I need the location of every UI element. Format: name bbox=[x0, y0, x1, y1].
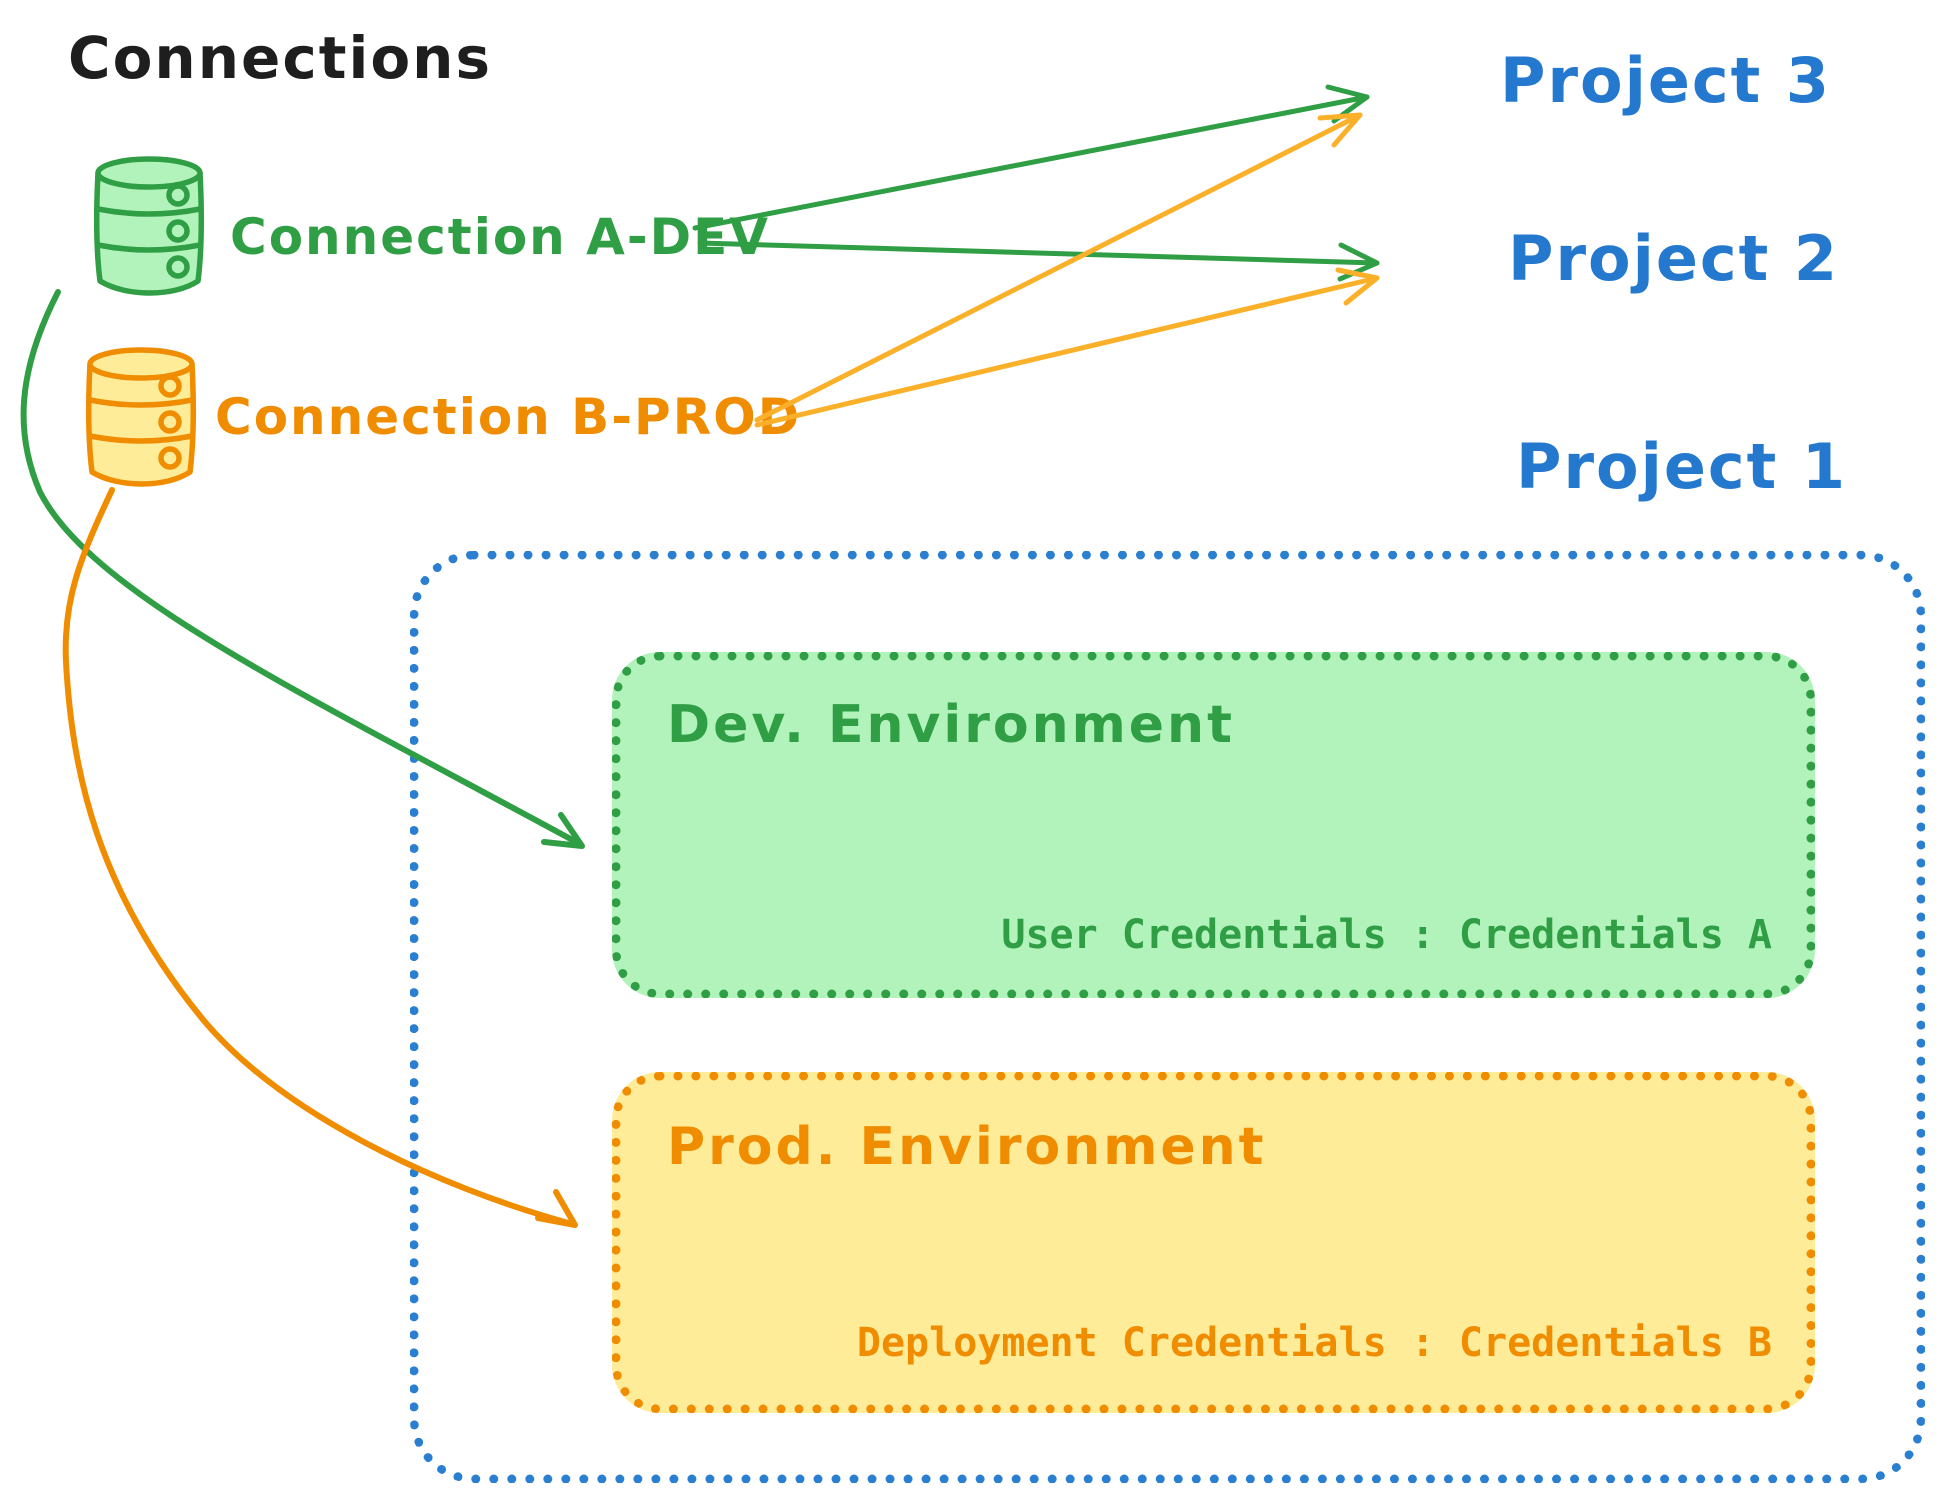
dev-environment-box: Dev. Environment User Credentials : Cred… bbox=[612, 652, 1815, 998]
project-2-label: Project 2 bbox=[1508, 222, 1840, 295]
project-3-label: Project 3 bbox=[1500, 44, 1832, 117]
project-1-container: Dev. Environment User Credentials : Cred… bbox=[410, 551, 1925, 1483]
dev-credentials-text: User Credentials : Credentials A bbox=[1001, 912, 1772, 958]
arrow-bprod-to-project3 bbox=[754, 112, 1363, 423]
connection-a-dev-label: Connection A-DEV bbox=[230, 208, 770, 266]
arrow-bprod-to-project2 bbox=[754, 267, 1380, 428]
connection-b-prod-label: Connection B-PROD bbox=[215, 388, 802, 446]
database-icon-dev bbox=[93, 156, 205, 296]
arrow-adev-to-project2 bbox=[697, 240, 1380, 282]
project-1-label: Project 1 bbox=[1516, 430, 1848, 503]
dev-environment-title: Dev. Environment bbox=[667, 695, 1235, 755]
diagram-title: Connections bbox=[68, 24, 492, 92]
prod-environment-title: Prod. Environment bbox=[667, 1117, 1267, 1177]
arrow-adev-to-project3 bbox=[692, 84, 1370, 231]
prod-credentials-text: Deployment Credentials : Credentials B bbox=[856, 1320, 1772, 1366]
database-icon-prod bbox=[85, 347, 197, 487]
prod-environment-box: Prod. Environment Deployment Credentials… bbox=[612, 1072, 1815, 1413]
